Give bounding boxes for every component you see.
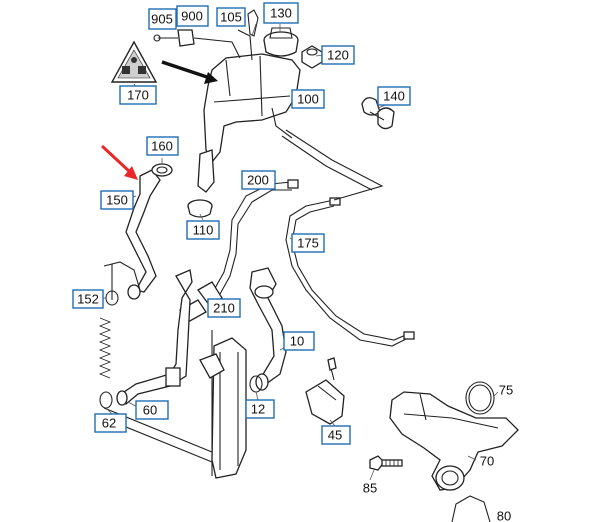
callout-150-label: 150	[106, 193, 128, 208]
callout-130: 130	[263, 2, 299, 24]
label-80: 80	[497, 509, 511, 522]
callout-170-label: 170	[127, 88, 149, 103]
callout-140: 140	[377, 86, 411, 106]
callout-10-label: 10	[290, 334, 304, 349]
callout-160: 160	[146, 136, 179, 156]
callout-152: 152	[72, 289, 104, 309]
callout-110: 110	[186, 220, 220, 240]
expansion-tank-part	[197, 53, 301, 193]
callout-60-label: 60	[143, 403, 157, 418]
callout-100-label: 100	[297, 92, 319, 107]
callout-200: 200	[241, 170, 276, 190]
callout-200-label: 200	[247, 173, 269, 188]
callout-120-label: 120	[327, 48, 349, 63]
callout-10: 10	[283, 331, 315, 351]
bracket-part	[237, 9, 259, 61]
vent-pipe-part	[281, 129, 384, 201]
callout-905-label: 905	[151, 12, 173, 27]
hose-175-part	[285, 197, 415, 347]
callout-130-label: 130	[270, 6, 292, 21]
radiator-frame-part	[103, 261, 213, 476]
callout-60: 60	[135, 400, 169, 420]
callout-110-label: 110	[193, 223, 214, 238]
radiator-tank-part	[199, 337, 247, 479]
hose-10-part	[249, 267, 287, 391]
callout-175-label: 175	[297, 236, 319, 251]
callout-170: 170	[119, 85, 157, 105]
callout-152-label: 152	[77, 292, 99, 307]
plug-part	[187, 199, 213, 218]
callout-150: 150	[100, 190, 134, 210]
callout-905: 905	[148, 8, 177, 30]
callout-175: 175	[291, 233, 325, 253]
callout-120: 120	[321, 45, 355, 65]
sensor-part	[153, 29, 241, 59]
spring-62-part	[98, 317, 113, 409]
callout-12-label: 12	[251, 402, 265, 417]
pointer-arrow-red	[100, 144, 138, 180]
callout-62-label: 62	[102, 416, 116, 431]
gasket-80-part	[451, 495, 491, 522]
callout-210-label: 210	[213, 301, 235, 316]
callout-100: 100	[291, 89, 325, 109]
label-70: 70	[480, 454, 494, 469]
clip-part	[361, 97, 395, 130]
callout-140-label: 140	[383, 89, 405, 104]
o-ring-75-part	[465, 381, 495, 415]
bolt-85-part	[369, 455, 403, 471]
warning-sign-part	[110, 40, 158, 83]
callout-105: 105	[216, 7, 246, 27]
pointer-arrow-black	[161, 60, 218, 84]
callout-900: 900	[176, 5, 209, 27]
callout-45: 45	[321, 425, 351, 445]
callout-160-label: 160	[151, 139, 173, 154]
label-75: 75	[499, 383, 513, 398]
callout-12: 12	[245, 399, 275, 419]
nut-part	[301, 45, 323, 69]
clamp-part	[151, 163, 173, 177]
callout-105-label: 105	[220, 10, 242, 25]
label-85: 85	[363, 481, 377, 496]
callout-900-label: 900	[181, 9, 203, 24]
radiator-cap-part	[263, 27, 299, 57]
thermostat-housing-part	[389, 391, 519, 491]
callout-62: 62	[94, 413, 127, 433]
hose-60-part	[116, 269, 193, 406]
callout-45-label: 45	[328, 428, 342, 443]
bracket-45-part	[305, 357, 345, 425]
hose-150-part	[125, 169, 161, 300]
callout-210: 210	[207, 298, 241, 318]
